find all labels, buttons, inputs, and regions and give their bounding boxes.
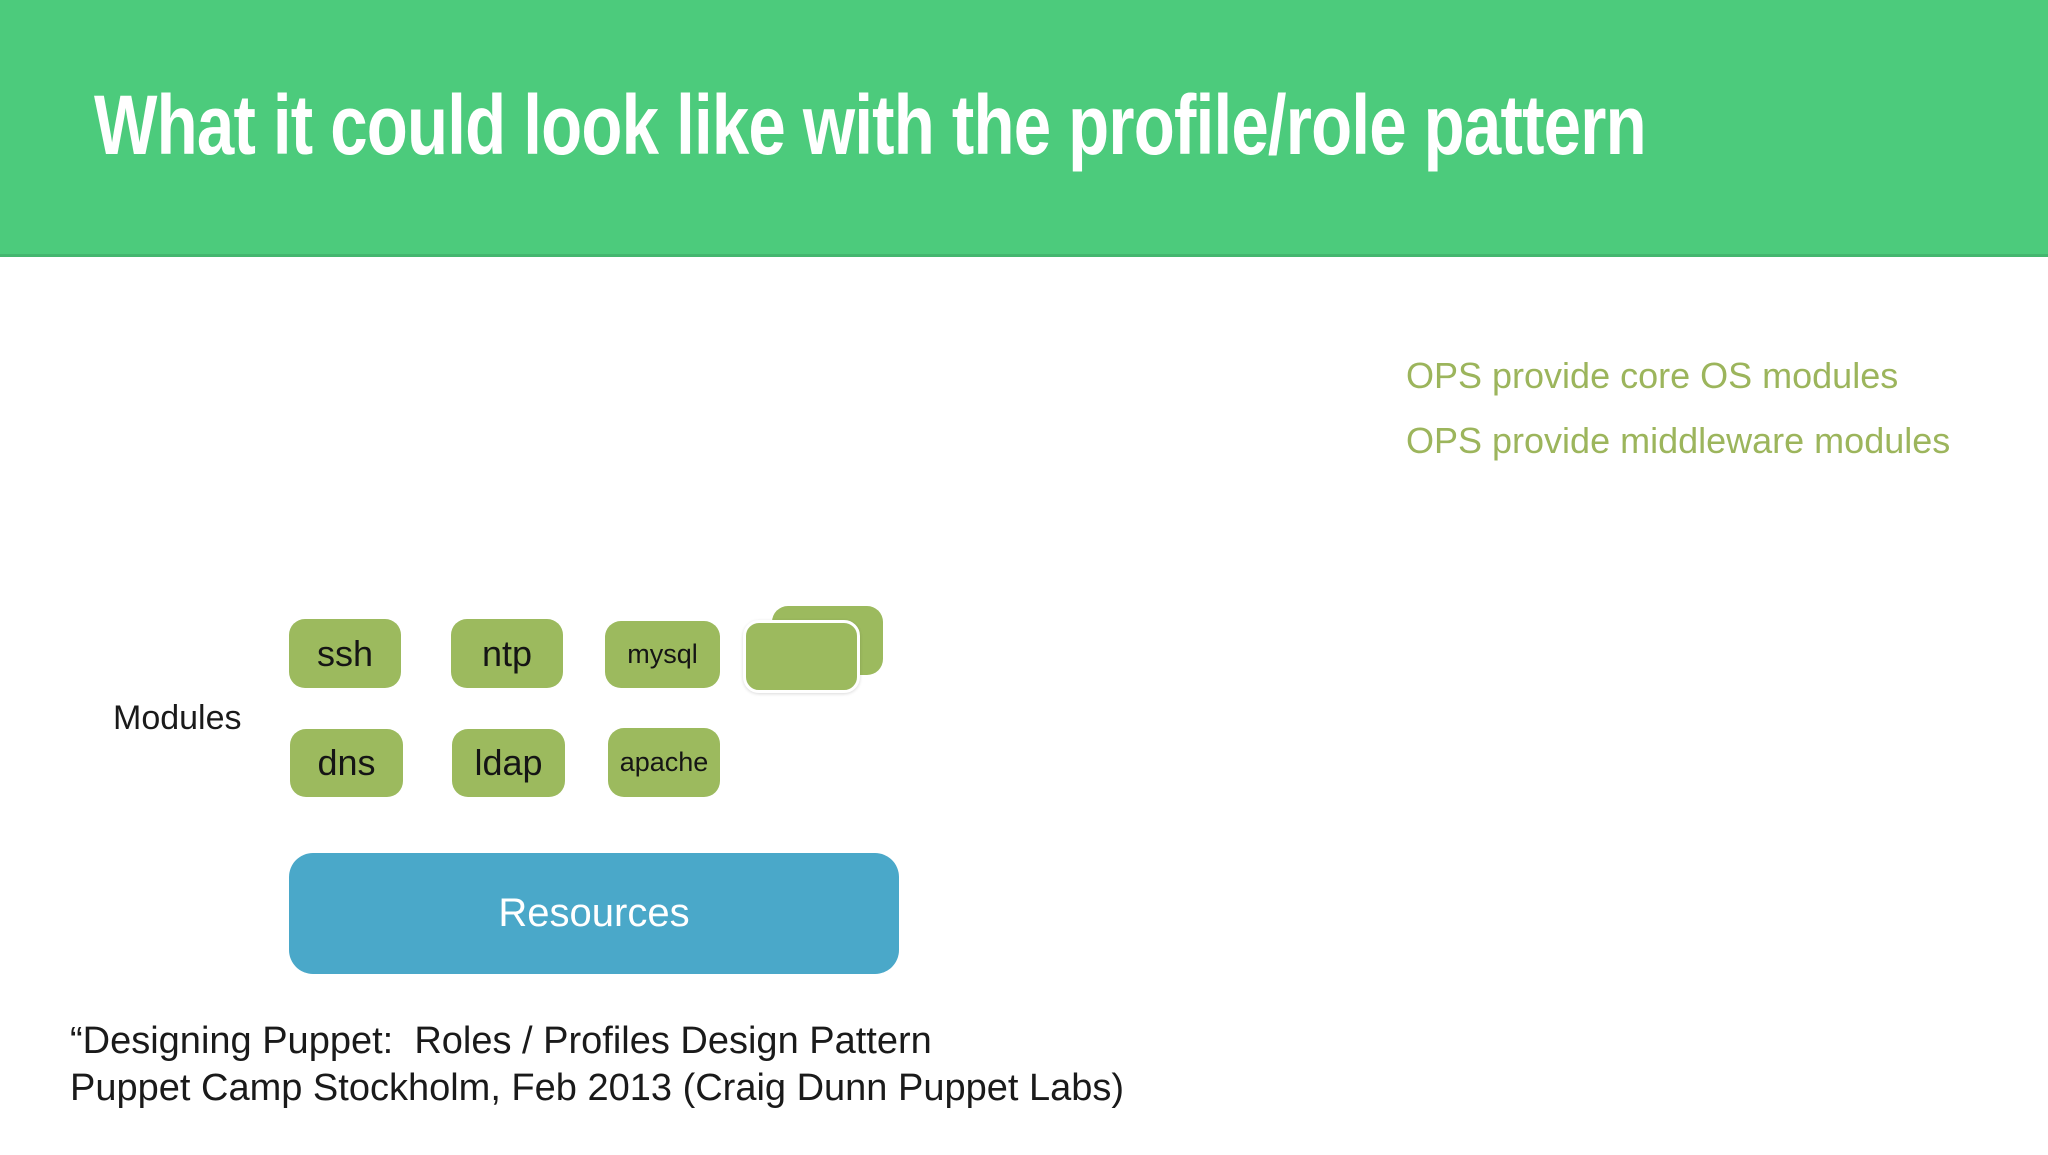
title-banner: What it could look like with the profile… [0, 0, 2048, 257]
module-box-ldap: ldap [452, 729, 565, 797]
resources-label: Resources [498, 891, 690, 935]
module-box-ssh: ssh [289, 619, 401, 688]
module-label-dns: dns [317, 742, 376, 783]
citation: “Designing Puppet: Roles / Profiles Desi… [70, 1018, 1124, 1112]
module-label-ssh: ssh [316, 632, 374, 674]
resources-box: Resources [289, 853, 899, 974]
module-box-apache: apache [608, 728, 720, 797]
modules-label: Modules [113, 699, 242, 737]
module-label-apache: apache [619, 747, 709, 777]
annotation-ops-core-os: OPS provide core OS modules [1406, 355, 1899, 396]
citation-line-2: Puppet Camp Stockholm, Feb 2013 (Craig D… [70, 1067, 1125, 1109]
module-label-ldap: ldap [474, 742, 543, 783]
module-label-ntp: ntp [481, 632, 533, 674]
module-box-ntp: ntp [451, 619, 563, 688]
annotation-ops-middleware: OPS provide middleware modules [1406, 420, 1951, 461]
module-placeholder-front [743, 620, 860, 693]
module-box-dns: dns [290, 729, 403, 797]
slide-title: What it could look like with the profile… [94, 77, 1647, 172]
module-box-mysql: mysql [605, 621, 720, 688]
citation-line-1: “Designing Puppet: Roles / Profiles Desi… [70, 1020, 932, 1062]
module-label-mysql: mysql [627, 639, 698, 669]
